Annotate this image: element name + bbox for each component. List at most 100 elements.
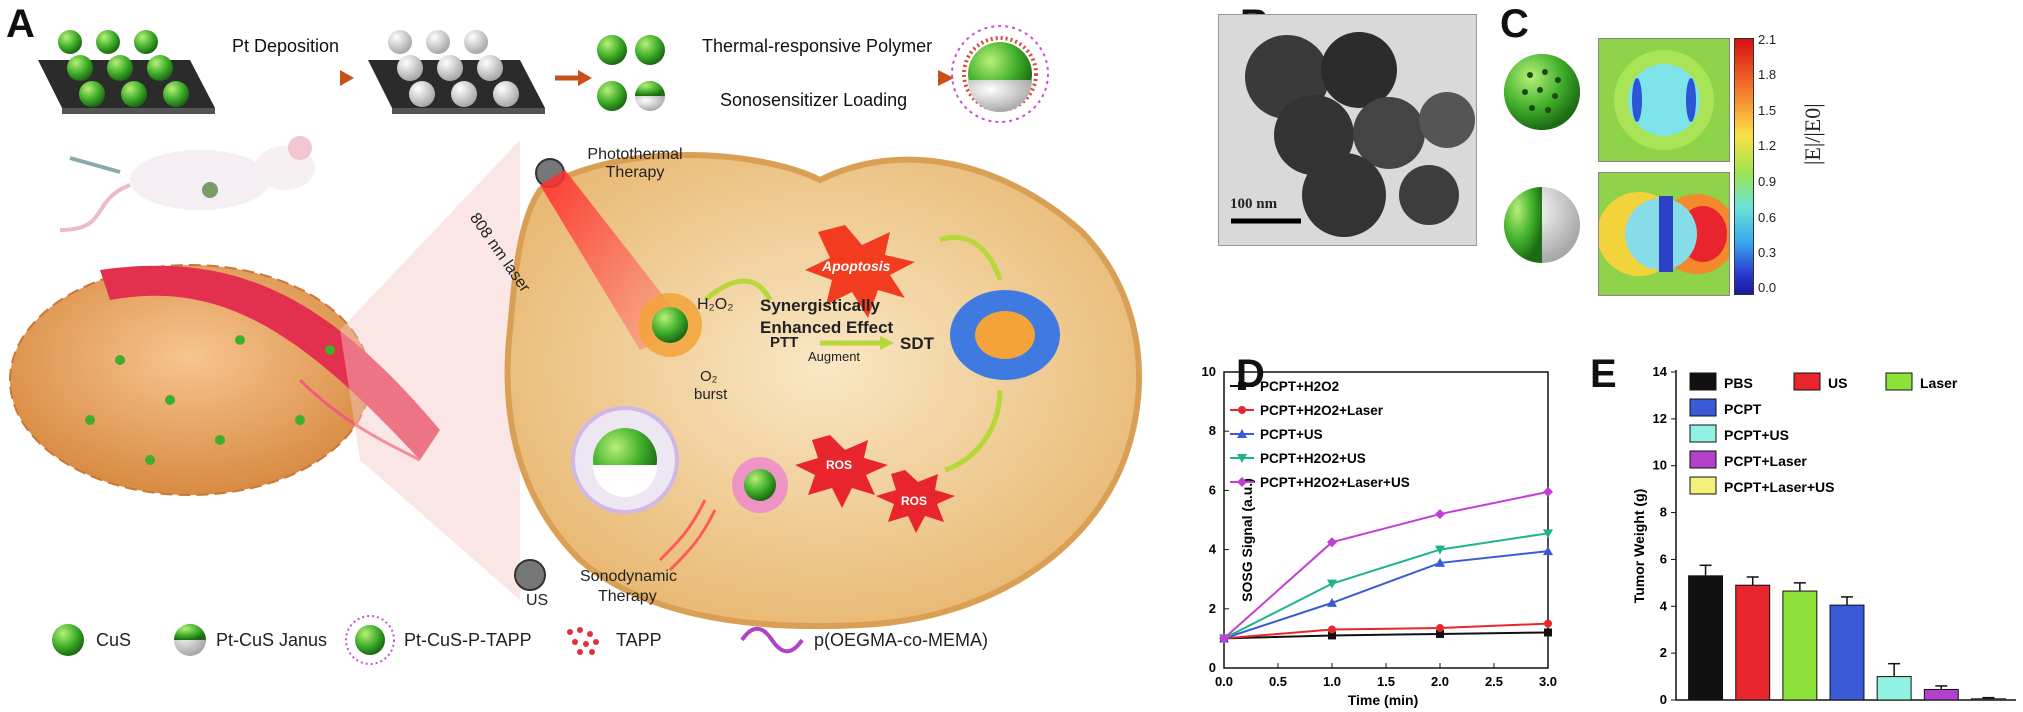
colorbar-tick-5: 0.6 [1758,210,1777,225]
legend-label: PCPT+H2O2+Laser [1260,403,1384,418]
chart-d-ylabel: SOSG Signal (a.u.) [1239,478,1255,602]
apoptosis-burst [805,225,915,318]
y-tick-label: 0 [1660,692,1667,707]
colorbar-tick-3: 1.2 [1758,138,1777,153]
y-tick-label: 2 [1660,645,1667,660]
x-tick-label: 3.0 [1539,674,1557,689]
y-tick-label: 14 [1653,364,1668,379]
legend-label: PCPT+H2O2+US [1260,451,1366,466]
augment-label: Augment [808,349,861,364]
x-tick-label: 0.5 [1269,674,1287,689]
field-sim-janus [1598,172,1730,296]
colorbar-tick-1: 1.8 [1758,67,1777,82]
legend-polymer-label: p(OEGMA-co-MEMA) [814,630,989,650]
data-point [1436,629,1444,638]
data-point [1328,625,1336,634]
data-point [1544,628,1552,637]
legend-swatch [1885,372,1913,391]
colorbar-tick-7: 0.0 [1758,280,1777,295]
y-tick-label: 8 [1660,505,1667,520]
burst-label: burst [694,386,728,403]
substrate-janus-array [368,30,545,114]
y-tick-label: 10 [1653,458,1667,473]
legend-swatch [1689,398,1717,417]
endosome [571,406,679,514]
sdt-label: SDT [900,334,934,353]
tem-image [1218,14,1477,246]
data-point [1543,529,1553,539]
legend-swatch [1689,450,1717,469]
ptt-therapy-label: Photothermal Therapy [587,146,683,181]
bar [1923,688,1959,701]
scalebar-label: 100 nm [1230,196,1278,212]
o2-label: O₂ [700,368,718,385]
h2o2-label: H₂O₂ [697,296,734,313]
colorbar-axis-label: |E|/|E0| [1800,103,1825,165]
ros-burst-2 [876,470,955,533]
legend-label: US [1828,375,1847,391]
colorbar [1734,38,1754,295]
y-tick-label: 4 [1209,542,1217,557]
janus-particles [597,35,665,111]
panel-e-label: E [1590,352,1617,396]
y-tick-label: 10 [1202,364,1216,379]
tumor-illustration [9,264,440,496]
colorbar-tick-4: 0.9 [1758,174,1777,189]
data-point [1327,537,1337,548]
apoptosis-label: Apoptosis [822,258,891,274]
coated-sphere-icon [345,615,395,665]
y-tick-label: 2 [1209,601,1216,616]
coated-particle [951,25,1049,123]
legend-swatch [1793,372,1821,391]
bar [1970,698,2006,701]
data-point [1237,477,1247,487]
ros-label-1: ROS [826,458,853,472]
panel-a-illustration [9,25,1143,665]
data-point [1238,406,1246,414]
legend-label: PCPT+US [1724,427,1789,443]
colorbar-tick-2: 1.5 [1758,103,1777,118]
legend-janus-label: Pt-CuS Janus [216,630,328,650]
x-tick-label: 1.5 [1377,674,1395,689]
synergy-label-1: Synergistically [760,296,881,315]
janus-sphere-icon [174,624,206,656]
legend-label: PCPT+Laser [1724,453,1807,469]
heated-particle-core [652,307,688,343]
cus-sphere-icon [52,624,84,656]
legend-label: PCPT+H2O2 [1260,379,1339,394]
chart-d-xlabel: Time (min) [1348,692,1419,708]
ros-label-2: ROS [901,494,928,508]
data-point [1327,579,1337,589]
y-tick-label: 6 [1209,482,1216,497]
ptt-label: PTT [770,334,799,351]
data-point [1543,546,1553,556]
step-pt-deposition: Pt Deposition [232,36,340,56]
series-line [1223,490,1549,640]
y-tick-label: 0 [1209,660,1216,675]
us-label: US [526,592,549,609]
y-tick-label: 4 [1660,598,1668,613]
x-tick-label: 1.0 [1323,674,1341,689]
y-tick-label: 6 [1660,551,1667,566]
legend-label: PCPT [1724,401,1762,417]
us-transducer [514,499,717,591]
colorbar-tick-6: 0.3 [1758,245,1777,260]
legend-tapp-label: TAPP [616,630,662,650]
legend-label: PBS [1724,375,1753,391]
sonication-particle-core [744,469,776,501]
organelle-core [975,311,1035,359]
legend-swatch [1689,372,1717,391]
bar [1735,584,1771,701]
sdt-therapy-label-1: Sonodynamic [580,568,677,585]
dots-icon [567,627,599,655]
sdt-therapy-label-2: Therapy [598,588,657,605]
chart-e-ylabel: Tumor Weight (g) [1631,489,1647,604]
series-line [1223,631,1549,640]
wave-line-icon [740,626,804,654]
flow-arrow-3 [939,234,1003,281]
step-sonosensitizer: Sonosensitizer Loading [720,90,908,110]
bar [1876,676,1912,701]
field-sim-janus-free [1598,38,1730,162]
